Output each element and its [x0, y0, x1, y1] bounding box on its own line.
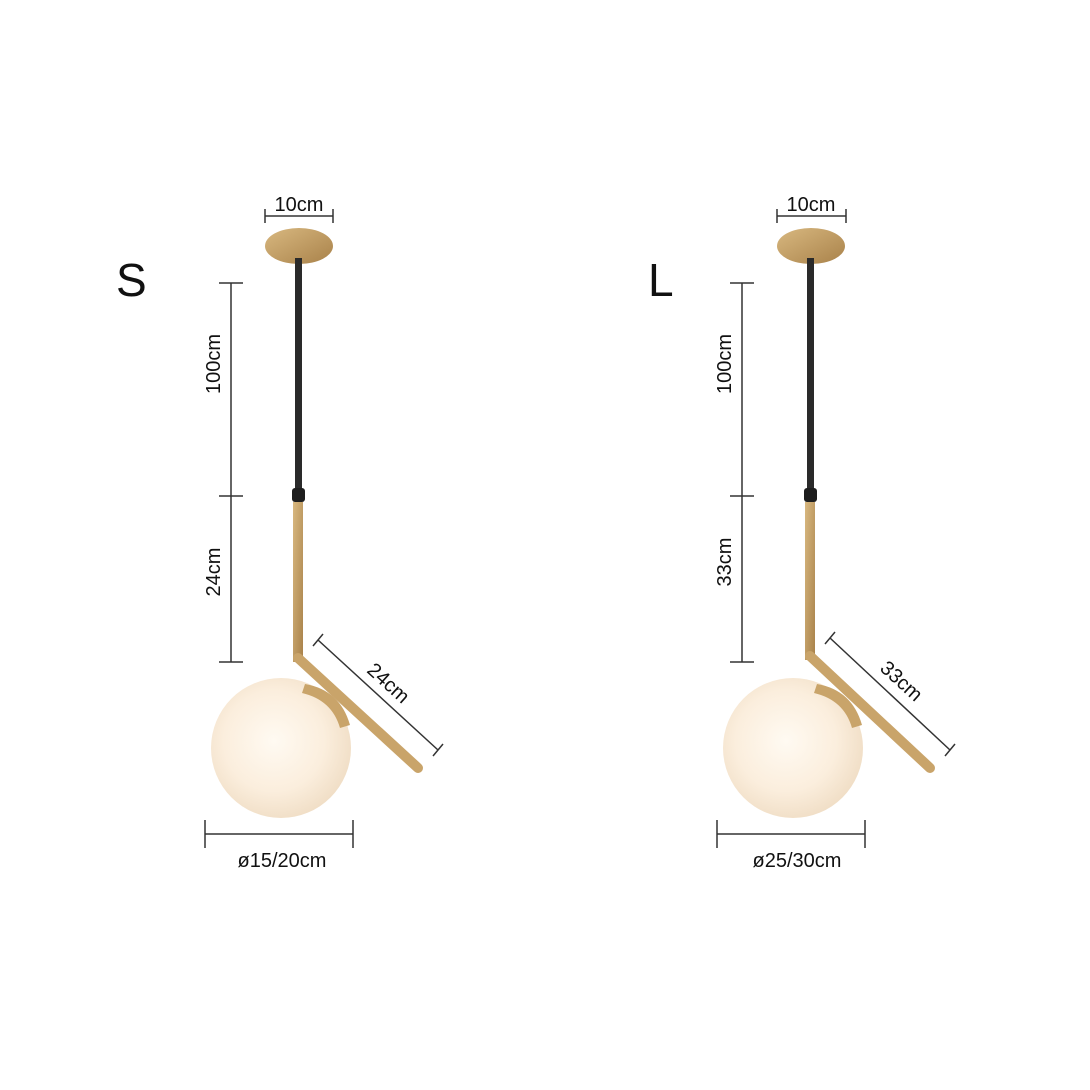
height-dimension-l	[730, 282, 754, 663]
canopy-s	[265, 228, 333, 264]
angled-arm-dimension-s	[312, 633, 444, 757]
cable-l	[807, 258, 814, 496]
canopy-width-dimension-l	[776, 209, 847, 223]
globe-diameter-label-s: ø15/20cm	[238, 850, 327, 872]
variant-s: S 10cm 100cm 24cm	[116, 194, 444, 872]
globe-s	[211, 678, 351, 818]
size-label-l: L	[648, 254, 674, 306]
canopy-width-label-s: 10cm	[275, 194, 324, 216]
vertical-arm-l	[805, 502, 815, 660]
globe-l	[723, 678, 863, 818]
globe-diameter-dimension-s	[204, 820, 354, 848]
vertical-arm-label-l: 33cm	[714, 538, 736, 587]
angled-arm-s	[293, 653, 423, 773]
canopy-width-label-l: 10cm	[787, 194, 836, 216]
cable-length-label-s: 100cm	[203, 334, 225, 394]
angled-arm-dimension-l	[824, 631, 956, 757]
cable-s	[295, 258, 302, 496]
globe-holder-l	[814, 684, 862, 728]
canopy-width-dimension-s	[264, 209, 334, 223]
cable-length-label-l: 100cm	[714, 334, 736, 394]
angled-arm-label-l: 33cm	[875, 657, 926, 706]
size-label-s: S	[116, 254, 147, 306]
globe-holder-s	[302, 684, 350, 728]
canopy-l	[777, 228, 845, 264]
angled-arm-l	[805, 651, 935, 773]
cable-connector-s	[292, 488, 305, 502]
cable-connector-l	[804, 488, 817, 502]
variant-l: L 10cm 100cm 33cm	[648, 194, 956, 872]
height-dimension-s	[219, 282, 243, 663]
vertical-arm-label-s: 24cm	[203, 548, 225, 597]
globe-diameter-dimension-l	[716, 820, 866, 848]
globe-diameter-label-l: ø25/30cm	[753, 850, 842, 872]
vertical-arm-s	[293, 502, 303, 662]
angled-arm-label-s: 24cm	[362, 659, 413, 708]
